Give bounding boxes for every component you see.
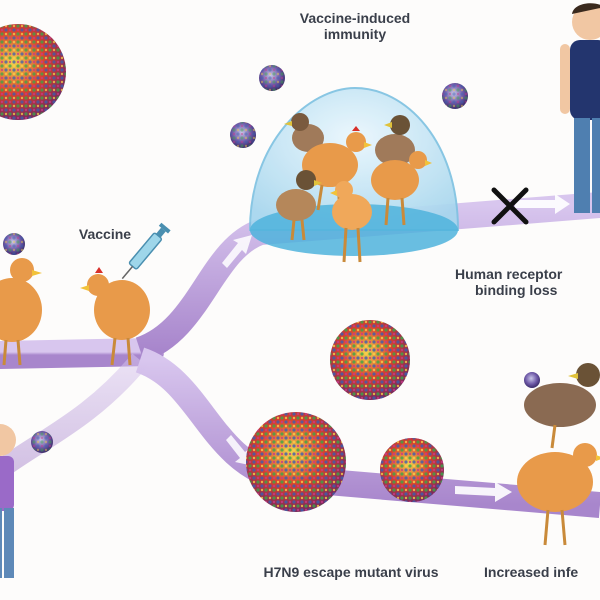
virus-icon — [259, 65, 285, 91]
virus-icon — [442, 83, 468, 109]
chicken-icon — [371, 151, 432, 226]
human-receptor-line2: binding loss — [475, 282, 558, 298]
vaccine-label: Vaccine — [78, 226, 132, 242]
human-icon — [0, 424, 16, 578]
human-receptor-label: Human receptor binding loss — [455, 266, 600, 298]
arrow-icon — [515, 194, 570, 214]
human-icon — [560, 3, 600, 213]
syringe-icon — [121, 222, 171, 280]
vaccine-immunity-title: Vaccine-induced immunity — [265, 10, 445, 42]
escape-mutant-label: H7N9 escape mutant virus — [263, 564, 439, 580]
duck-icon — [284, 113, 324, 152]
human-receptor-line1: Human receptor — [455, 266, 563, 282]
pathway-left-lower — [0, 353, 148, 479]
vaccine-immunity-line2: immunity — [323, 26, 387, 42]
arrow-icon — [455, 482, 512, 502]
chicken-icon — [80, 267, 150, 366]
virus-icon — [3, 233, 25, 255]
block-x-icon — [491, 187, 529, 225]
virus-icon — [31, 431, 53, 453]
virus-icon — [0, 24, 66, 120]
duck-icon — [524, 363, 600, 449]
chicken-icon — [330, 181, 372, 263]
duck-icon — [276, 170, 322, 241]
vaccine-immunity-line1: Vaccine-induced — [299, 10, 411, 26]
duck-icon — [375, 115, 415, 166]
increased-infection-label: Increased infe — [484, 564, 579, 580]
virus-icon — [330, 320, 410, 400]
arrow-icon — [222, 235, 252, 268]
pathway-main — [0, 338, 164, 369]
chicken-icon — [0, 258, 42, 366]
virus-icon — [524, 372, 540, 388]
virus-icon — [230, 122, 256, 148]
chicken-icon — [517, 443, 600, 546]
virus-icon — [246, 412, 346, 512]
virus-icon — [380, 438, 444, 502]
